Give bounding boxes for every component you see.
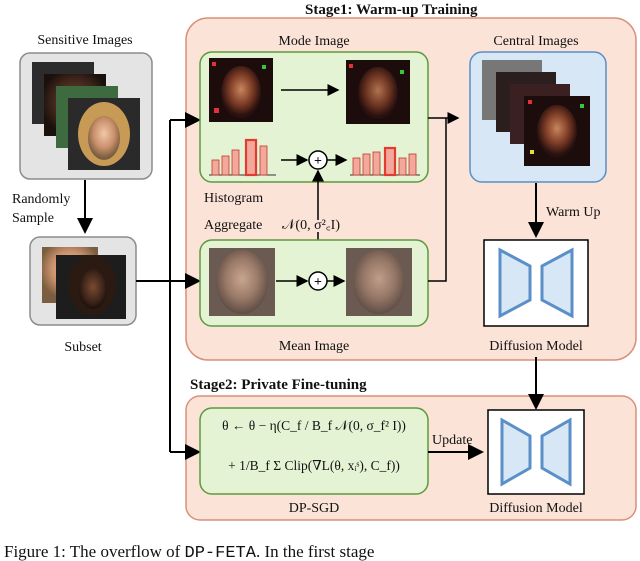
histogram-output <box>350 146 420 177</box>
diffusion-model-1-label: Diffusion Model <box>489 339 583 354</box>
mean-image-output <box>346 248 412 316</box>
sensitive-images-label: Sensitive Images <box>37 33 132 48</box>
mean-image-label: Mean Image <box>279 339 349 354</box>
warm-up-label: Warm Up <box>546 205 600 220</box>
figure-caption: Figure 1: The overflow of DP-FETA. In th… <box>4 542 374 561</box>
central-images-label: Central Images <box>493 34 578 49</box>
mode-image-input <box>209 58 273 122</box>
diffusion-model-2-icon <box>500 417 572 487</box>
sensitive-image-stack <box>32 62 140 170</box>
stage2-title: Stage2: Private Fine-tuning <box>190 377 367 393</box>
dp-sgd-formula-line2: + 1/B_f Σ Clip(∇L(θ, xᵢˢ), C_f)) <box>228 458 400 473</box>
noise-label: 𝒩(0, σ²꜀I) <box>282 218 340 233</box>
dp-sgd-formula-line1: θ ← θ − η(C_f / B_f 𝒩(0, σ_f² I)) <box>222 418 406 433</box>
subset-image-stack <box>42 247 126 319</box>
stage1-title: Stage1: Warm-up Training <box>305 2 478 18</box>
svg-text:+: + <box>314 154 322 169</box>
diffusion-model-1-icon <box>498 247 574 319</box>
sample-label: Sample <box>12 211 54 226</box>
mean-image-input <box>209 248 275 316</box>
diffusion-model-2-label: Diffusion Model <box>489 501 583 516</box>
randomly-label: Randomly <box>12 192 70 207</box>
mode-image-output <box>346 60 410 124</box>
histogram-label: Histogram <box>204 191 263 206</box>
central-image-stack <box>482 60 590 166</box>
histogram-input <box>209 138 276 177</box>
dp-sgd-label: DP-SGD <box>289 501 340 516</box>
svg-text:+: + <box>314 275 322 290</box>
aggregate-label: Aggregate <box>204 218 262 233</box>
update-label: Update <box>432 433 472 448</box>
mode-image-label: Mode Image <box>278 34 349 49</box>
subset-label: Subset <box>64 340 101 355</box>
